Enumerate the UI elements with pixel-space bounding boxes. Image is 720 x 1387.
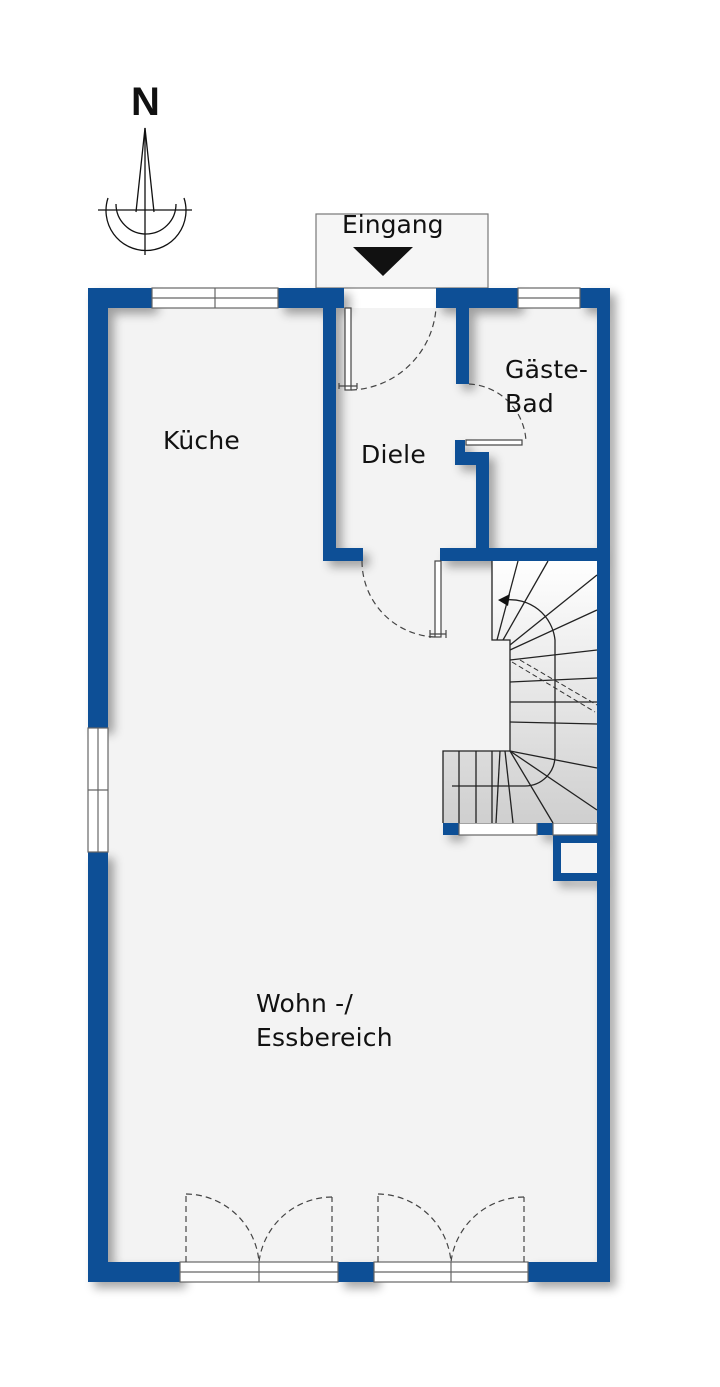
- entrance-label: Eingang: [342, 210, 444, 239]
- room-label-line1: Wohn -/: [256, 989, 354, 1018]
- windows: [87, 287, 598, 1283]
- north-arrow-icon: [98, 127, 192, 255]
- room-label-diele: Diele: [361, 440, 426, 469]
- room-label-wohn-essbereich: Wohn -/ Essbereich: [256, 987, 393, 1055]
- entrance-arrow-icon: [353, 247, 413, 276]
- doors: [185, 307, 527, 1263]
- staircase: [442, 560, 598, 824]
- walls: [88, 288, 610, 1282]
- stair-direction-arrow-icon: [498, 594, 510, 606]
- shaft: [561, 843, 597, 873]
- room-label-line2: Essbereich: [256, 1023, 393, 1052]
- room-label-gaeste-bad: Gäste- Bad: [505, 353, 588, 421]
- room-label-line1: Gäste-: [505, 355, 589, 384]
- room-label-line2: Bad: [505, 389, 554, 418]
- compass-north-label: N: [131, 80, 160, 124]
- room-label-kueche: Küche: [163, 426, 240, 455]
